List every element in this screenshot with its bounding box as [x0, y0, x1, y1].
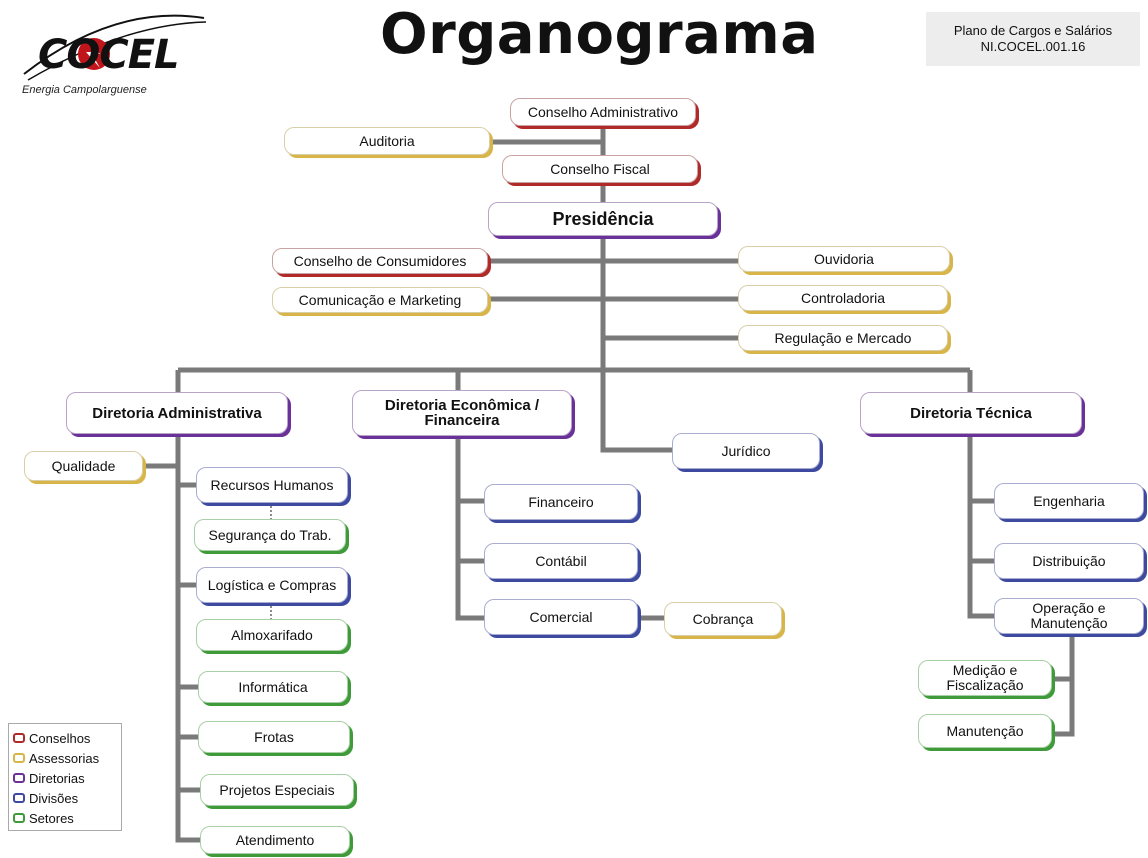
legend-item: Diretorias [13, 768, 117, 788]
node-engenharia: Engenharia [994, 483, 1144, 519]
legend-label: Assessorias [29, 750, 100, 766]
node-operacao-manutencao: Operação e Manutenção [994, 598, 1144, 634]
node-informatica: Informática [198, 671, 348, 703]
node-ouvidoria: Ouvidoria [738, 246, 950, 272]
node-comercial: Comercial [484, 599, 638, 635]
dir-econ-line2: Financeira [424, 412, 500, 429]
company-logo: COCEL Energia Campolarguense [14, 14, 214, 106]
node-cobranca: Cobrança [664, 602, 782, 636]
node-seguranca-trabalho: Segurança do Trab. [194, 519, 346, 551]
node-frotas: Frotas [198, 721, 350, 753]
connector-admin-trunk [175, 434, 200, 843]
doc-name: Plano de Cargos e Salários [953, 23, 1113, 38]
node-comunicacao-marketing: Comunicação e Marketing [272, 287, 488, 313]
legend-item: Setores [13, 808, 117, 828]
node-almoxarifado: Almoxarifado [196, 619, 348, 651]
node-conselho-fiscal: Conselho Fiscal [502, 155, 698, 183]
node-contabil: Contábil [484, 543, 638, 579]
node-presidencia: Presidência [488, 202, 718, 236]
legend-swatch [13, 793, 25, 803]
logo-swoosh [23, 14, 207, 81]
node-projetos-especiais: Projetos Especiais [200, 774, 354, 806]
logo-tagline: Energia Campolarguense [22, 84, 147, 96]
legend-item: Conselhos [13, 728, 117, 748]
document-reference: Plano de Cargos e Salários NI.COCEL.001.… [926, 12, 1140, 66]
node-diretoria-tecnica: Diretoria Técnica [860, 392, 1082, 434]
node-medicao-fiscalizacao: Medição e Fiscalização [918, 660, 1052, 696]
doc-code: NI.COCEL.001.16 [980, 39, 1086, 54]
node-recursos-humanos: Recursos Humanos [196, 467, 348, 503]
node-diretoria-economica: Diretoria Econômica / Financeira [352, 390, 572, 436]
page-title: Organograma [380, 2, 819, 67]
node-controladoria: Controladoria [738, 285, 948, 311]
node-conselho-consumidores: Conselho de Consumidores [272, 248, 488, 274]
node-qualidade: Qualidade [24, 451, 143, 481]
node-distribuicao: Distribuição [994, 543, 1144, 579]
node-financeiro: Financeiro [484, 484, 638, 520]
legend-label: Divisões [29, 790, 79, 806]
node-juridico: Jurídico [672, 433, 820, 469]
node-conselho-administrativo: Conselho Administrativo [510, 98, 696, 126]
legend: Conselhos Assessorias Diretorias Divisõe… [8, 723, 122, 831]
legend-label: Conselhos [29, 730, 91, 746]
legend-item: Assessorias [13, 748, 117, 768]
legend-swatch [13, 773, 25, 783]
node-regulacao-mercado: Regulação e Mercado [738, 325, 948, 351]
connector-operacao-trunk [1054, 634, 1075, 737]
medicao-line1: Medição e [952, 662, 1018, 678]
node-auditoria: Auditoria [284, 127, 490, 155]
legend-item: Divisões [13, 788, 117, 808]
operacao-line2: Manutenção [1030, 615, 1108, 631]
node-manutencao: Manutenção [918, 714, 1052, 748]
dir-econ-line1: Diretoria Econômica / [384, 397, 540, 414]
legend-swatch [13, 813, 25, 823]
connector-econ-trunk [455, 436, 484, 621]
connector-tec-trunk [967, 434, 994, 619]
node-atendimento: Atendimento [200, 826, 350, 854]
node-diretoria-administrativa: Diretoria Administrativa [66, 392, 288, 434]
operacao-line1: Operação e [1032, 600, 1106, 616]
logo-wordmark: COCEL [38, 32, 180, 78]
legend-label: Diretorias [29, 770, 85, 786]
node-logistica-compras: Logística e Compras [196, 567, 348, 603]
legend-swatch [13, 733, 25, 743]
legend-swatch [13, 753, 25, 763]
medicao-line2: Fiscalização [946, 677, 1024, 693]
legend-label: Setores [29, 810, 74, 826]
